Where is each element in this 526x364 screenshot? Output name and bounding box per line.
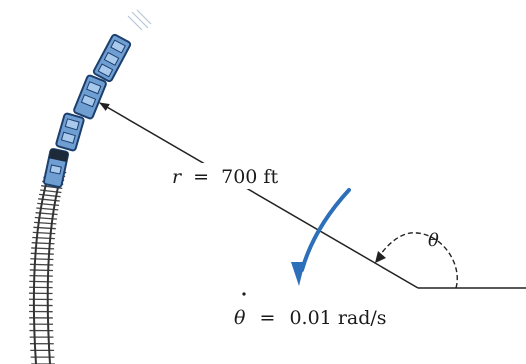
track-tie [31, 242, 55, 245]
radius-label: r = 700 ft [172, 166, 278, 188]
track-tie [33, 226, 56, 230]
railroad-track [29, 168, 67, 364]
angular-velocity-label: θ = 0.01 rad/s [234, 292, 387, 329]
svg-text:θ = 0.01 rad/s: θ = 0.01 rad/s [234, 307, 387, 329]
track-tie [32, 231, 56, 235]
track-tie [29, 269, 53, 272]
track-tie [30, 252, 54, 255]
train-car-3 [55, 112, 85, 152]
track-tie [32, 236, 55, 240]
train-car-1 [92, 33, 132, 83]
theta-arc-arrowhead [375, 251, 386, 263]
rotation-arrow [291, 188, 351, 286]
track-tie [34, 221, 57, 225]
inner-rail [46, 171, 63, 364]
outer-rail [32, 169, 51, 364]
train-car-2 [73, 74, 107, 120]
track-tie [34, 216, 58, 220]
theta-dot-mark [242, 292, 246, 296]
locomotive [43, 148, 69, 188]
track-tie [31, 247, 55, 250]
theta-label: θ [428, 230, 439, 251]
train [43, 9, 152, 188]
track-tie [29, 274, 53, 277]
track-tie [35, 212, 58, 216]
radius-label-background [168, 163, 290, 189]
track-tie [30, 258, 54, 261]
track-tie [30, 263, 54, 266]
motion-streaks [127, 9, 152, 31]
theta-angle-arc [377, 232, 458, 289]
radius-line [99, 102, 419, 289]
